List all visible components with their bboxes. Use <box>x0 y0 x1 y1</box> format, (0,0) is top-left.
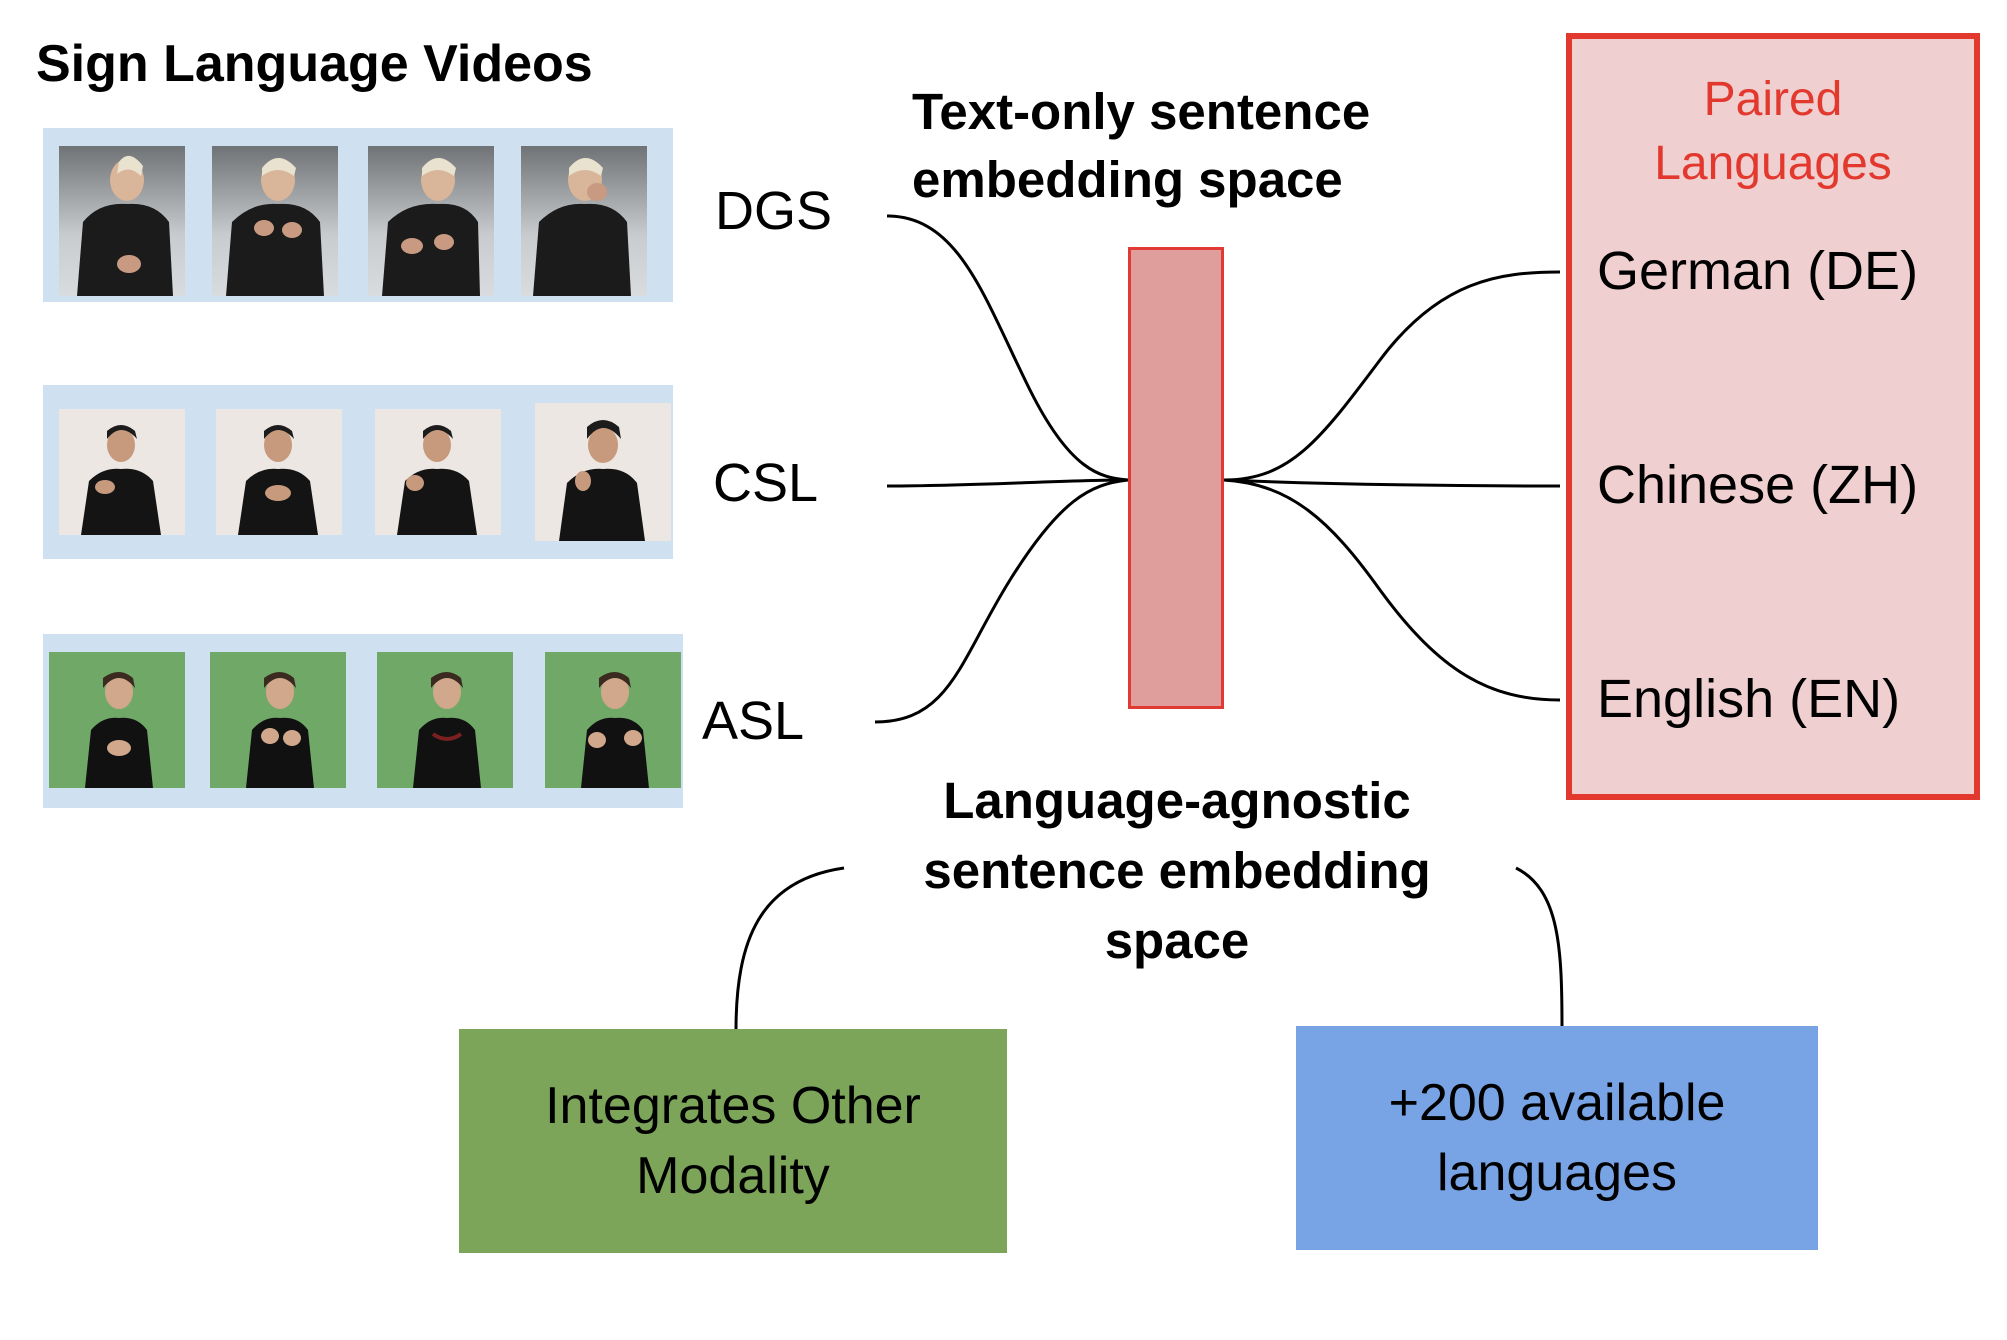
video-strip-dgs <box>43 128 673 302</box>
other-modality-box: Integrates Other Modality <box>459 1029 1007 1253</box>
sign-language-label-asl: ASL <box>702 691 805 751</box>
video-frame <box>59 409 185 535</box>
title-line: Languages <box>1654 137 1892 190</box>
video-frame <box>545 652 681 788</box>
language-agnostic-title: Language-agnostic sentence embedding spa… <box>852 766 1502 976</box>
video-strip-asl <box>43 634 683 808</box>
paired-language-german: German (DE) <box>1597 241 1919 301</box>
paired-language-english: English (EN) <box>1597 669 1901 729</box>
available-languages-text: +200 available languages <box>1388 1074 1726 1202</box>
paired-language-chinese: Chinese (ZH) <box>1597 455 1919 515</box>
connector-csl <box>886 478 1129 488</box>
paired-languages-title: Paired Languages <box>1566 68 1980 196</box>
title-line: Paired <box>1703 73 1843 126</box>
video-strip-csl <box>43 385 673 559</box>
video-frame <box>377 652 513 788</box>
title-line: Text-only sentence <box>912 83 1371 140</box>
title-line: embedding space <box>912 151 1343 208</box>
video-frame <box>375 409 501 535</box>
connector-en <box>1223 478 1561 702</box>
sign-language-label-csl: CSL <box>713 453 819 513</box>
text-embedding-title: Text-only sentence embedding space <box>912 78 1370 214</box>
connector-dgs <box>886 214 1129 482</box>
title-line: space <box>1104 912 1250 969</box>
connector-asl <box>874 478 1129 724</box>
video-frame <box>59 146 185 296</box>
connector-blue <box>1515 866 1564 1031</box>
title-line: sentence embedding <box>923 842 1431 899</box>
connector-de <box>1223 270 1561 482</box>
connector-green <box>734 866 845 1031</box>
connector-zh <box>1223 478 1561 488</box>
other-modality-text: Integrates Other Modality <box>545 1077 921 1205</box>
available-languages-box: +200 available languages <box>1296 1026 1818 1250</box>
paired-languages-box <box>1566 33 1980 800</box>
video-frame <box>535 403 671 541</box>
video-frame <box>210 652 346 788</box>
video-frame <box>216 409 342 535</box>
video-frame <box>49 652 185 788</box>
section-title: Sign Language Videos <box>36 35 593 93</box>
title-line: Language-agnostic <box>943 772 1411 829</box>
video-frame <box>521 146 647 296</box>
video-frame <box>212 146 338 296</box>
sign-language-label-dgs: DGS <box>715 181 833 241</box>
video-frame <box>368 146 494 296</box>
embedding-bar <box>1128 247 1224 709</box>
